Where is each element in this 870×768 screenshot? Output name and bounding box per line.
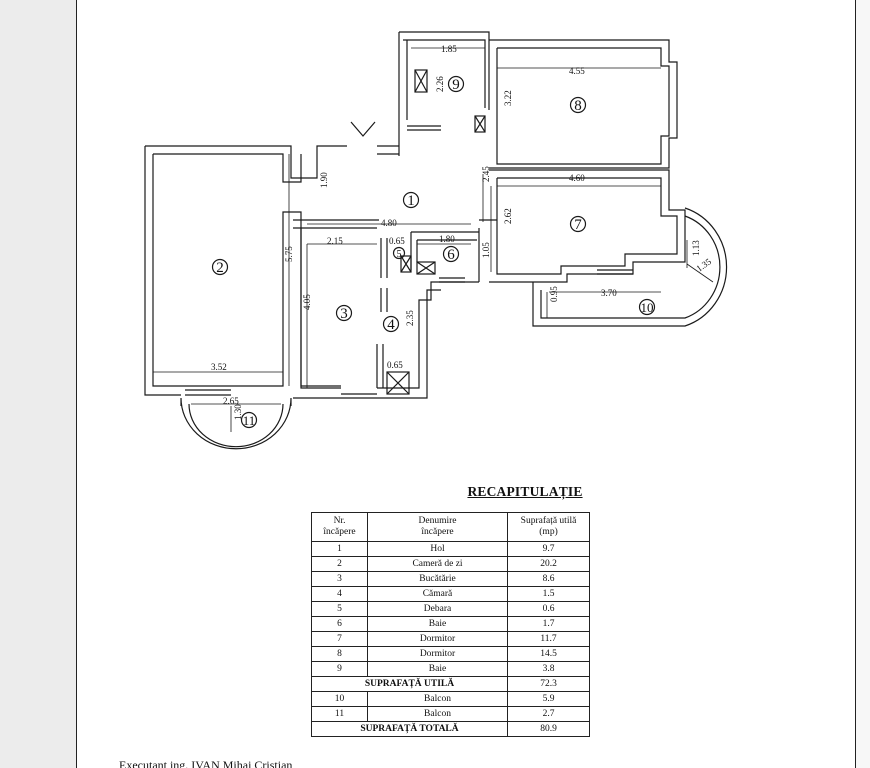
header-room-name: Denumire încăpere	[367, 512, 508, 542]
wall-bedroom-7	[489, 169, 686, 283]
room-number-10: 10	[641, 300, 654, 315]
useful-area-total-row: SUPRAFAȚĂ UTILĂ 72.3	[311, 676, 590, 692]
room-marker-9	[447, 75, 465, 93]
dim-2-62: 2.62	[503, 208, 513, 224]
dim-2-26: 2.26	[435, 76, 445, 92]
dim-2-15: 2.15	[327, 236, 343, 246]
summary-table: Nr. încăpere Denumire încăpere Suprafață…	[311, 512, 590, 737]
dim-2-45: 2.45	[481, 166, 491, 182]
balcony-11	[180, 397, 292, 450]
dim-4-55: 4.55	[569, 66, 585, 76]
header-room-number: Nr. încăpere	[311, 512, 368, 542]
room-number-7: 7	[574, 217, 582, 233]
floor-plan: 1 2 3 4 5 6 7 8 9 10 11 1.85 2.26 4.55 3…	[144, 31, 728, 450]
dim-0-95: 0.95	[549, 286, 559, 302]
viewer-edge-strip	[856, 0, 870, 768]
dim-1-13: 1.13	[691, 240, 701, 256]
room-marker-6	[442, 245, 460, 263]
entry-marker	[350, 121, 376, 137]
room-marker-11	[240, 411, 258, 429]
dim-3-22: 3.22	[503, 90, 513, 106]
summary-title: RECAPITULAȚIE	[467, 484, 583, 499]
dim-3-70: 3.70	[601, 288, 617, 298]
dim-1-30: 1.30	[233, 404, 243, 420]
wall-living-room	[145, 145, 347, 179]
dim-1-05: 1.05	[481, 242, 491, 258]
room-number-4: 4	[387, 317, 395, 333]
room-number-5: 5	[397, 249, 402, 260]
room-marker-7	[569, 215, 587, 233]
grand-total-row: SUPRAFAȚĂ TOTALĂ 80.9	[311, 721, 590, 737]
dim-5-75: 5.75	[284, 246, 294, 262]
dim-4-05: 4.05	[302, 294, 312, 310]
dim-0-65-bot: 0.65	[387, 360, 403, 370]
room-marker-4	[382, 315, 400, 333]
room-number-1: 1	[407, 193, 415, 209]
room-number-8: 8	[574, 98, 582, 114]
room-number-3: 3	[340, 306, 348, 322]
dim-4-60: 4.60	[569, 173, 585, 183]
document-sheet: 1 2 3 4 5 6 7 8 9 10 11 1.85 2.26 4.55 3…	[76, 0, 856, 768]
room-marker-8	[569, 96, 587, 114]
room-number-6: 6	[447, 247, 455, 263]
room-marker-10	[638, 298, 656, 316]
wall-bedroom-8	[489, 39, 678, 169]
balcony-10	[532, 207, 728, 327]
room-number-2: 2	[216, 260, 224, 276]
dim-1-35: 1.35	[694, 256, 713, 274]
summary-header-row: Nr. încăpere Denumire încăpere Suprafață…	[311, 512, 590, 542]
dim-0-65-top: 0.65	[389, 236, 405, 246]
dim-4-80: 4.80	[381, 218, 397, 228]
dim-1-85: 1.85	[441, 44, 457, 54]
dim-1-90: 1.90	[319, 172, 329, 188]
room-number-9: 9	[452, 77, 460, 93]
dim-2-35: 2.35	[405, 310, 415, 326]
dim-2-65: 2.65	[223, 396, 239, 406]
room-marker-1	[402, 191, 420, 209]
wall-bath-9	[398, 31, 490, 156]
dim-3-52: 3.52	[211, 362, 227, 372]
wall-kitchen	[293, 219, 379, 229]
executant-line: Executant ing. IVAN Mihai Cristian	[119, 758, 293, 768]
dim-1-80: 1.80	[439, 234, 455, 244]
room-marker-5	[392, 246, 406, 260]
room-marker-3	[335, 304, 353, 322]
room-marker-2	[211, 258, 229, 276]
room-number-11: 11	[243, 413, 256, 428]
header-useful-area: Suprafață utilă (mp)	[507, 512, 590, 542]
